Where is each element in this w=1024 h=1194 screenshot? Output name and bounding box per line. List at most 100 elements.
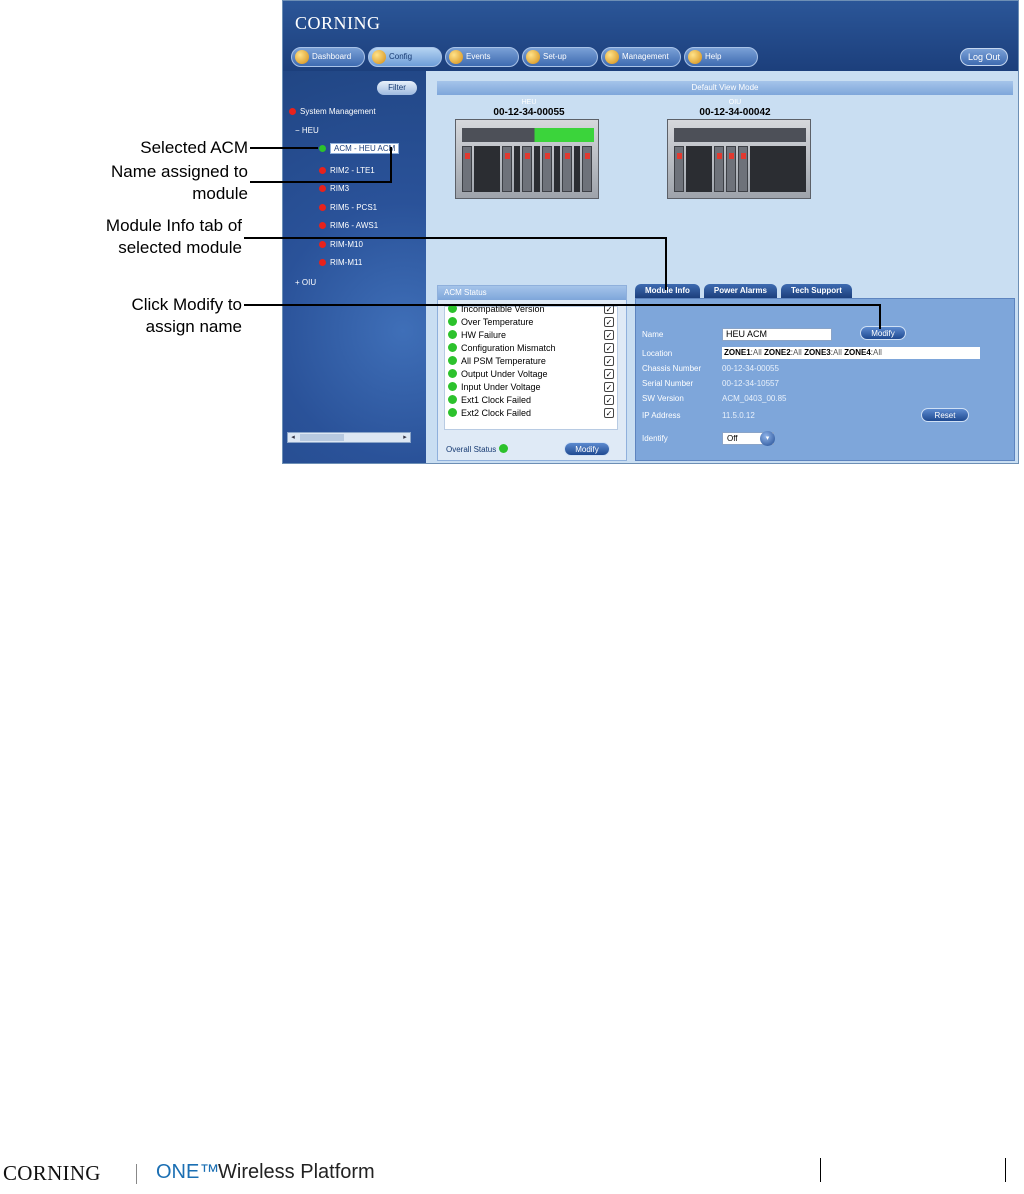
list-item: HW Failure✓ (448, 329, 614, 341)
scroll-thumb[interactable] (300, 434, 344, 441)
list-item: Output Under Voltage✓ (448, 368, 614, 380)
tab-tech-support[interactable]: Tech Support (780, 284, 852, 298)
callout-click-modify: Click Modify to assign name (131, 295, 242, 336)
view-mode-title: Default View Mode (437, 81, 1013, 95)
unit-type-oiu: OIU (728, 99, 742, 106)
status-dot-icon (289, 108, 296, 115)
tree-item-rim2[interactable]: RIM2 - LTE1 (319, 165, 375, 177)
status-dot-icon (319, 204, 326, 211)
ok-status-icon (448, 343, 457, 352)
heu-chassis[interactable] (455, 119, 599, 199)
ok-status-icon (448, 395, 457, 404)
tree-item-rim-m11[interactable]: RIM-M11 (319, 257, 362, 269)
status-dot-icon (319, 145, 326, 152)
main-nav: Dashboard Config Events Set-up Managemen… (291, 47, 758, 69)
serial-number-label: Serial Number (642, 379, 694, 388)
ok-status-icon (448, 317, 457, 326)
check-icon: ✓ (604, 408, 614, 418)
scroll-right-icon[interactable]: ▸ (403, 434, 407, 441)
events-icon (449, 50, 463, 64)
module-info-panel: Name HEU ACM Modify Location ZONE1:All Z… (635, 298, 1015, 461)
tab-power-alarms[interactable]: Power Alarms (703, 284, 777, 298)
modify-name-button[interactable]: Modify (860, 326, 906, 340)
expand-icon[interactable]: − (295, 126, 302, 135)
module-name-field[interactable]: HEU ACM (722, 328, 832, 341)
footer-corning-logo: CORNING (3, 1161, 101, 1185)
identify-select[interactable]: Off▾ (722, 431, 775, 446)
status-dot-icon (319, 259, 326, 266)
check-icon: ✓ (604, 343, 614, 353)
location-label: Location (642, 349, 673, 358)
tree-item-acm[interactable]: ACM - HEU ACM (319, 143, 400, 155)
list-item: Configuration Mismatch✓ (448, 342, 614, 354)
location-field[interactable]: ZONE1:All ZONE2:All ZONE3:All ZONE4:All (722, 347, 980, 359)
tree-scrollbar[interactable]: ◂ ▸ (287, 432, 411, 443)
check-icon: ✓ (604, 369, 614, 379)
setup-icon (526, 50, 540, 64)
tree-item-rim-m10[interactable]: RIM-M10 (319, 239, 363, 251)
tab-setup[interactable]: Set-up (522, 47, 598, 67)
callout-name-assigned: Name assigned to module (110, 162, 248, 203)
status-modify-button[interactable]: Modify (564, 442, 610, 456)
leader-line (390, 147, 392, 183)
logout-button[interactable]: Log Out (960, 48, 1008, 66)
unit-id-oiu: 00-12-34-00042 (699, 107, 771, 118)
tab-management[interactable]: Management (601, 47, 681, 67)
ip-address-label: IP Address (642, 411, 681, 420)
leader-line (244, 237, 667, 239)
ok-status-icon (448, 330, 457, 339)
tab-dashboard[interactable]: Dashboard (291, 47, 365, 67)
footer-rule (820, 1158, 821, 1182)
tab-help[interactable]: Help (684, 47, 758, 67)
chassis-number-label: Chassis Number (642, 364, 702, 373)
leader-line (250, 181, 392, 183)
tab-events[interactable]: Events (445, 47, 519, 67)
unit-id-heu: 00-12-34-00055 (493, 107, 565, 118)
ok-status-icon (448, 408, 457, 417)
config-icon (372, 50, 386, 64)
module-tabs: Module Info Power Alarms Tech Support (635, 284, 852, 298)
top-bar: CORNING Dashboard Config Events Set-up M… (283, 1, 1018, 71)
chevron-down-icon[interactable]: ▾ (760, 431, 775, 446)
callout-module-info-tab: Module Info tab of selected module (105, 216, 242, 257)
scroll-left-icon[interactable]: ◂ (291, 434, 295, 441)
acm-status-list: Incompatible Version✓ Over Temperature✓ … (444, 304, 618, 430)
ok-status-icon (448, 369, 457, 378)
status-dot-icon (319, 222, 326, 229)
tree-item-rim5[interactable]: RIM5 - PCS1 (319, 202, 377, 214)
overall-status: Overall Status (446, 444, 509, 454)
oiu-front-strip (674, 128, 806, 142)
check-icon: ✓ (604, 395, 614, 405)
status-dot-icon (319, 241, 326, 248)
reset-button[interactable]: Reset (921, 408, 969, 422)
filter-button[interactable]: Filter (377, 81, 417, 95)
ok-status-icon (448, 356, 457, 365)
tree-item-rim3[interactable]: RIM3 (319, 183, 349, 195)
ok-status-icon (448, 304, 457, 313)
list-item: Input Under Voltage✓ (448, 381, 614, 393)
identify-label: Identify (642, 434, 668, 443)
list-item: Over Temperature✓ (448, 316, 614, 328)
leader-line (879, 304, 881, 329)
tree-item-rim6[interactable]: RIM6 - AWS1 (319, 220, 378, 232)
check-icon: ✓ (604, 356, 614, 366)
tab-config[interactable]: Config (368, 47, 442, 67)
eds-screenshot: CORNING Dashboard Config Events Set-up M… (282, 0, 1019, 464)
tree-item-heu[interactable]: − HEU (295, 126, 319, 135)
leader-line (244, 304, 881, 306)
dashboard-icon (295, 50, 309, 64)
management-icon (605, 50, 619, 64)
expand-icon[interactable]: + (295, 278, 302, 287)
footer-product-name: Wireless Platform (218, 1161, 375, 1183)
name-label: Name (642, 330, 664, 339)
help-icon (688, 50, 702, 64)
tab-module-info[interactable]: Module Info (635, 284, 700, 298)
callout-selected-acm: Selected ACM (140, 138, 248, 157)
oiu-chassis[interactable] (667, 119, 811, 199)
ok-status-icon (448, 382, 457, 391)
list-item: Ext1 Clock Failed✓ (448, 394, 614, 406)
tree-item-oiu[interactable]: + OIU (295, 278, 317, 287)
status-dot-icon (319, 167, 326, 174)
leader-line (250, 147, 318, 149)
tree-item-system-management[interactable]: System Management (289, 106, 376, 118)
